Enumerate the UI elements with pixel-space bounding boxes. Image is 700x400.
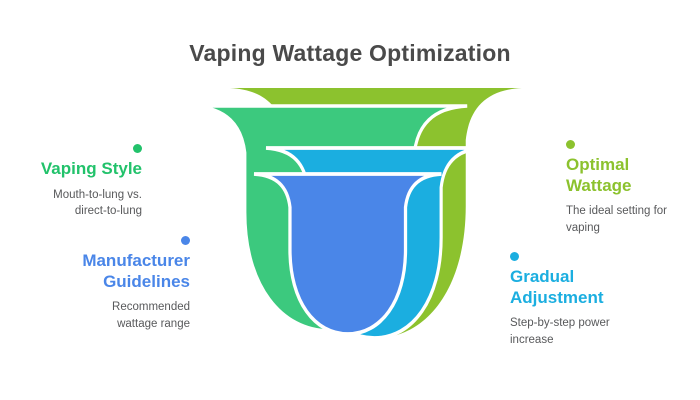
callout-gradual-adjustment: Gradual Adjustment Step-by-step power in…	[510, 252, 682, 349]
callout-label: Vaping Style	[40, 159, 142, 178]
callout-dot-icon	[133, 144, 142, 153]
callout-dot-icon	[181, 236, 190, 245]
callout-label: Manufacturer Guidelines	[82, 251, 190, 291]
callout-description: Mouth-to-lung vs. direct-to-lung	[53, 188, 142, 218]
callout-description: Recommended wattage range	[112, 301, 190, 331]
page-title: Vaping Wattage Optimization	[189, 40, 511, 66]
callout-label: Gradual Adjustment	[510, 267, 604, 307]
nested-funnel-diagram	[178, 88, 522, 360]
callout-vaping-style: Vaping Style Mouth-to-lung vs. direct-to…	[8, 144, 142, 220]
callout-dot-icon	[510, 252, 519, 261]
callout-description: Step-by-step power increase	[510, 317, 610, 347]
callout-dot-icon	[566, 140, 575, 149]
callout-optimal-wattage: Optimal Wattage The ideal setting for va…	[566, 140, 694, 237]
callout-label: Optimal Wattage	[566, 155, 632, 195]
callout-description: The ideal setting for vaping	[566, 205, 668, 235]
callout-manufacturer-guidelines: Manufacturer Guidelines Recommended watt…	[24, 236, 190, 333]
